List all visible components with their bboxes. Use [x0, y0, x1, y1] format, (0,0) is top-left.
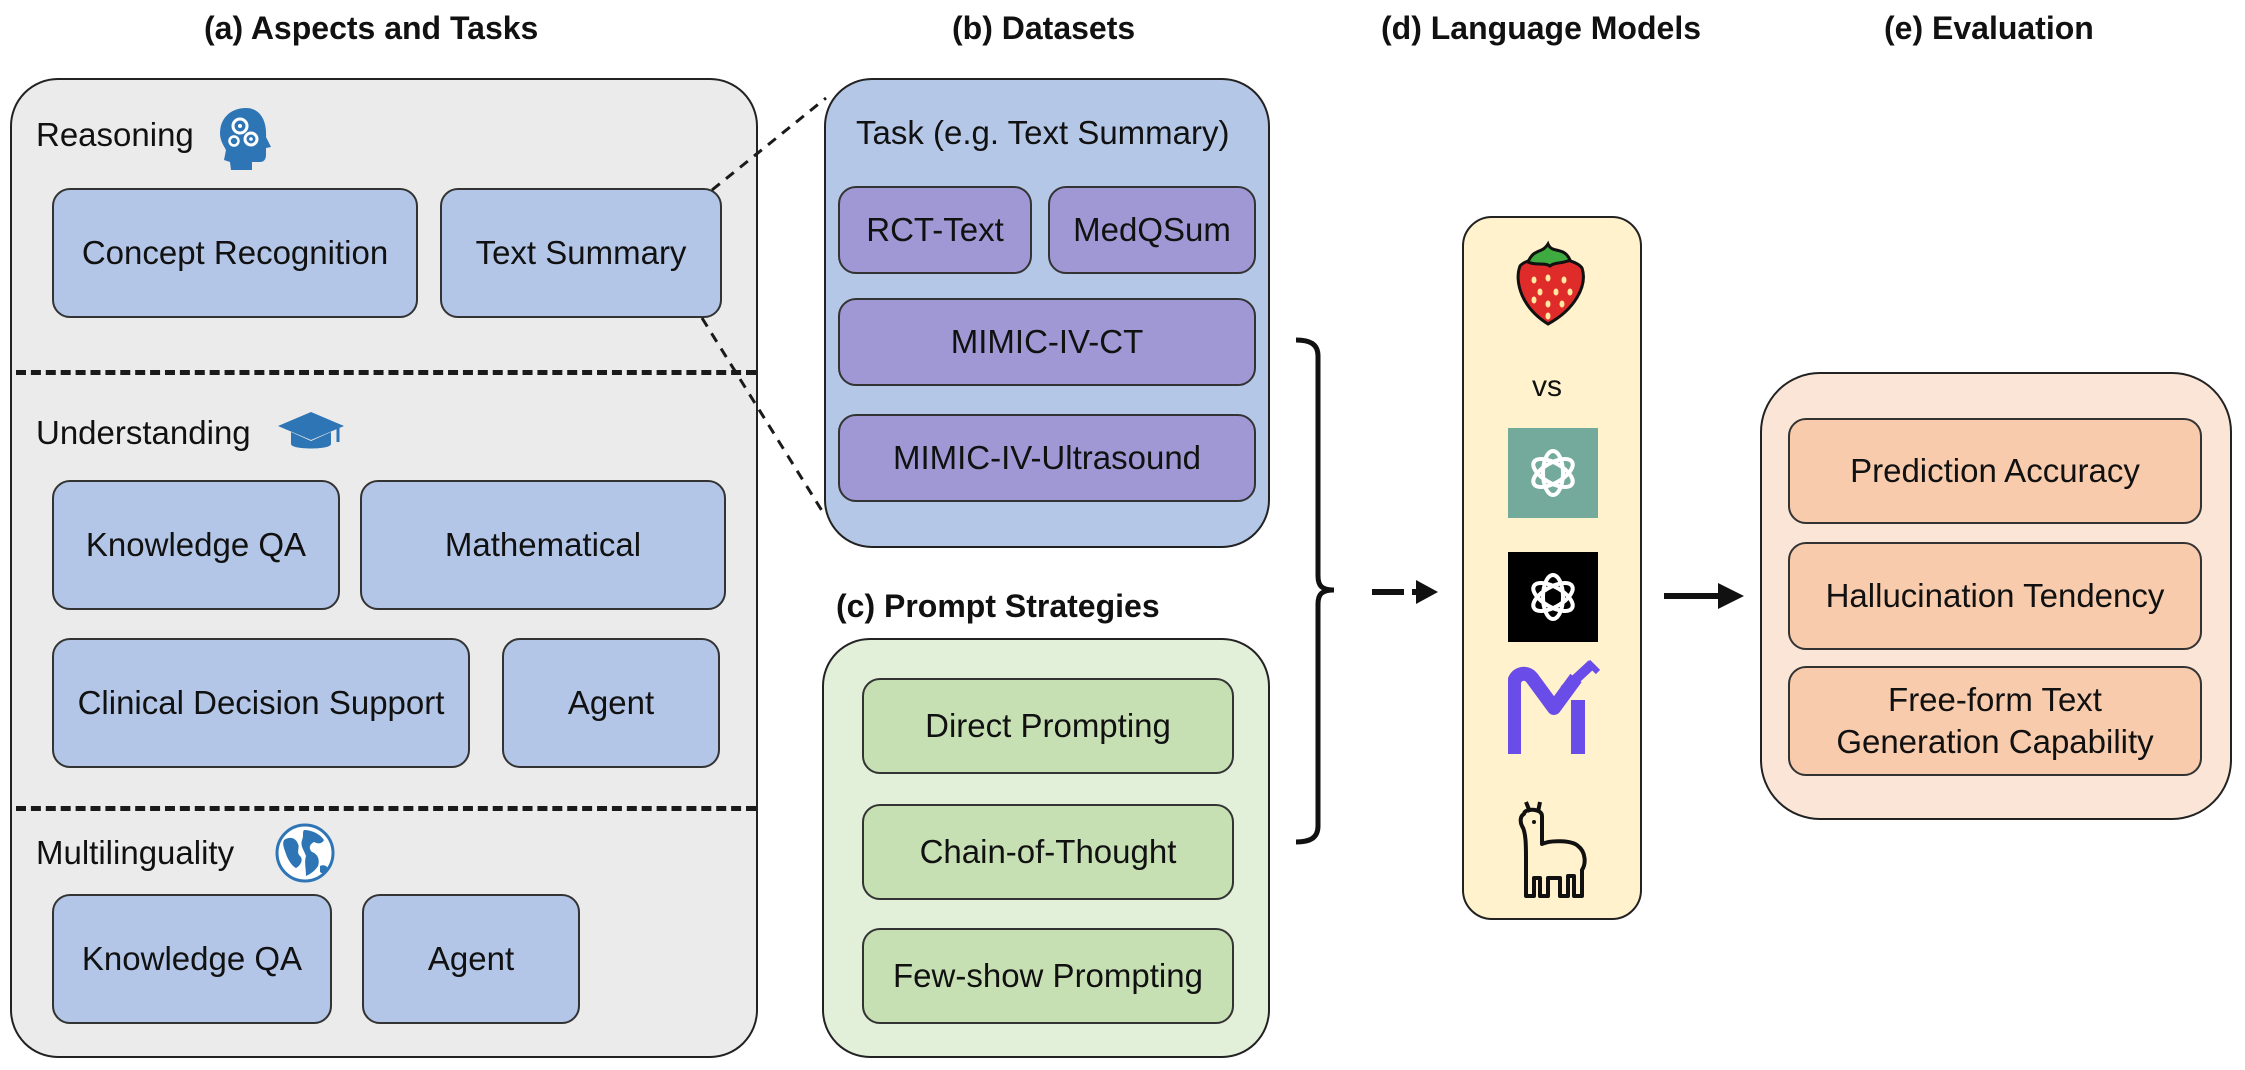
- openai-black-logo-icon: [1508, 552, 1598, 642]
- llama-icon: [1516, 798, 1594, 900]
- prompt-chain-of-thought: Chain-of-Thought: [862, 804, 1234, 900]
- dataset-mimic-iv-ct: MIMIC-IV-CT: [838, 298, 1256, 386]
- section-divider: [16, 806, 756, 811]
- eval-hallucination-tendency: Hallucination Tendency: [1788, 542, 2202, 650]
- task-agent-multilingual: Agent: [362, 894, 580, 1024]
- datasets-task-title: Task (e.g. Text Summary): [856, 114, 1230, 151]
- reasoning-label: Reasoning: [36, 116, 194, 153]
- dataset-mimic-iv-ultrasound: MIMIC-IV-Ultrasound: [838, 414, 1256, 502]
- heading-evaluation: (e) Evaluation: [1884, 10, 2094, 46]
- eval-prediction-accuracy: Prediction Accuracy: [1788, 418, 2202, 524]
- brain-gears-icon: [216, 104, 276, 172]
- strawberry-icon: [1508, 236, 1594, 328]
- task-agent: Agent: [502, 638, 720, 768]
- prompt-direct-prompting: Direct Prompting: [862, 678, 1234, 774]
- task-mathematical: Mathematical: [360, 480, 726, 610]
- prompt-few-show-prompting: Few-show Prompting: [862, 928, 1234, 1024]
- heading-aspects-and-tasks: (a) Aspects and Tasks: [204, 10, 539, 46]
- task-concept-recognition: Concept Recognition: [52, 188, 418, 318]
- vs-label: vs: [1532, 370, 1562, 403]
- task-knowledge-qa-multilingual: Knowledge QA: [52, 894, 332, 1024]
- task-knowledge-qa: Knowledge QA: [52, 480, 340, 610]
- task-clinical-decision-support: Clinical Decision Support: [52, 638, 470, 768]
- meditron-m-logo-icon: [1507, 659, 1601, 758]
- heading-prompt-strategies: (c) Prompt Strategies: [836, 588, 1160, 624]
- task-text-summary: Text Summary: [440, 188, 722, 318]
- openai-green-logo-icon: [1508, 428, 1598, 518]
- understanding-label: Understanding: [36, 414, 251, 451]
- dataset-medqsum: MedQSum: [1048, 186, 1256, 274]
- graduation-cap-icon: [276, 410, 346, 454]
- heading-datasets: (b) Datasets: [952, 10, 1136, 46]
- section-divider: [16, 370, 756, 375]
- multilinguality-label: Multilinguality: [36, 834, 235, 871]
- dataset-rct-text: RCT-Text: [838, 186, 1032, 274]
- globe-icon: [274, 822, 336, 884]
- eval-free-form-text-generation: Free-form Text Generation Capability: [1788, 666, 2202, 776]
- heading-language-models: (d) Language Models: [1381, 10, 1701, 46]
